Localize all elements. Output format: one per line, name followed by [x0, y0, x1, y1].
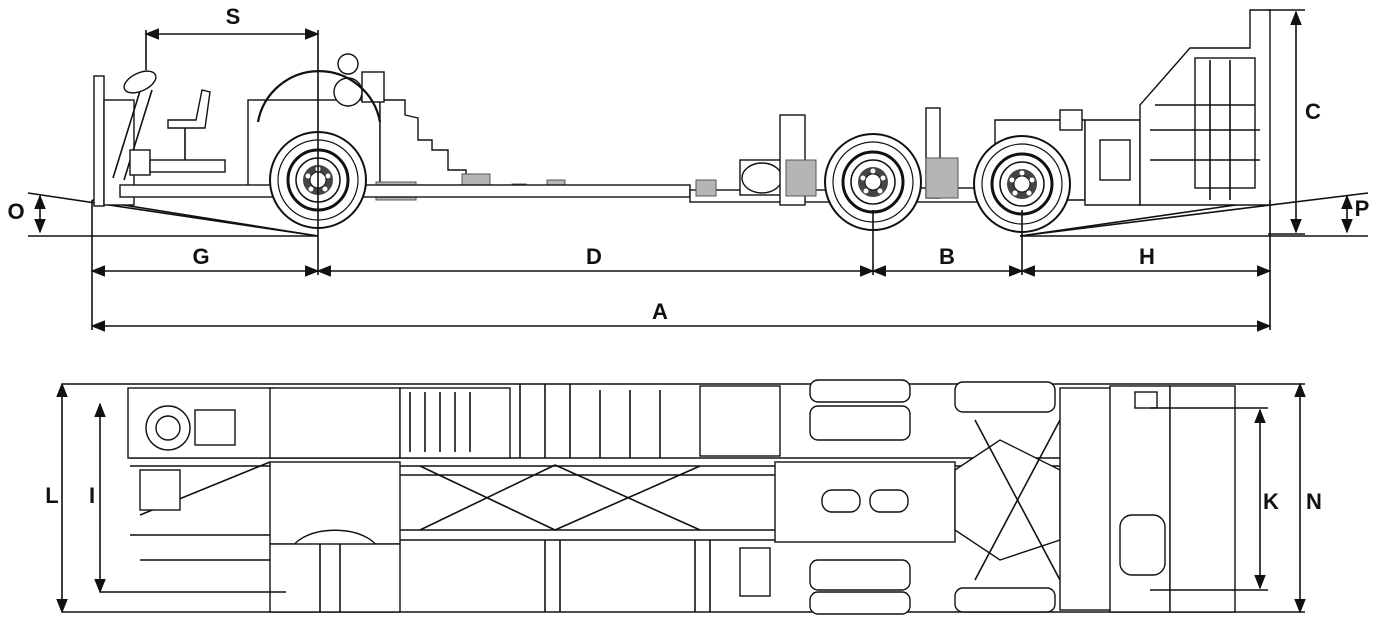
- label-B: B: [939, 244, 955, 269]
- mid-crossmembers: [519, 384, 711, 612]
- label-S: S: [226, 4, 241, 29]
- label-L: L: [45, 483, 58, 508]
- middle-axle-top: [699, 379, 956, 615]
- label-C: C: [1305, 99, 1321, 124]
- top-dimension-lines: [56, 382, 1306, 614]
- departure-angle-lines: [1019, 192, 1369, 237]
- label-H: H: [1139, 244, 1155, 269]
- label-P: P: [1355, 196, 1370, 221]
- label-A: A: [652, 299, 668, 324]
- label-D: D: [586, 244, 602, 269]
- rear-engine-top: [1059, 385, 1236, 613]
- approach-angle-lines: [27, 192, 319, 237]
- top-outline: [62, 383, 1305, 613]
- top-view: L I K N: [45, 379, 1322, 615]
- rear-axle-top: [954, 381, 1061, 613]
- label-N: N: [1306, 489, 1322, 514]
- side-dimension-lines: [34, 9, 1353, 332]
- driver-station: [93, 70, 226, 207]
- label-I: I: [89, 483, 95, 508]
- label-G: G: [192, 244, 209, 269]
- front-plate: [140, 461, 401, 613]
- label-O: O: [7, 199, 24, 224]
- front-component-cluster: [127, 387, 511, 511]
- middle-axle-components: [695, 107, 959, 206]
- side-view: S G D B H A C O P: [7, 4, 1370, 332]
- label-K: K: [1263, 489, 1279, 514]
